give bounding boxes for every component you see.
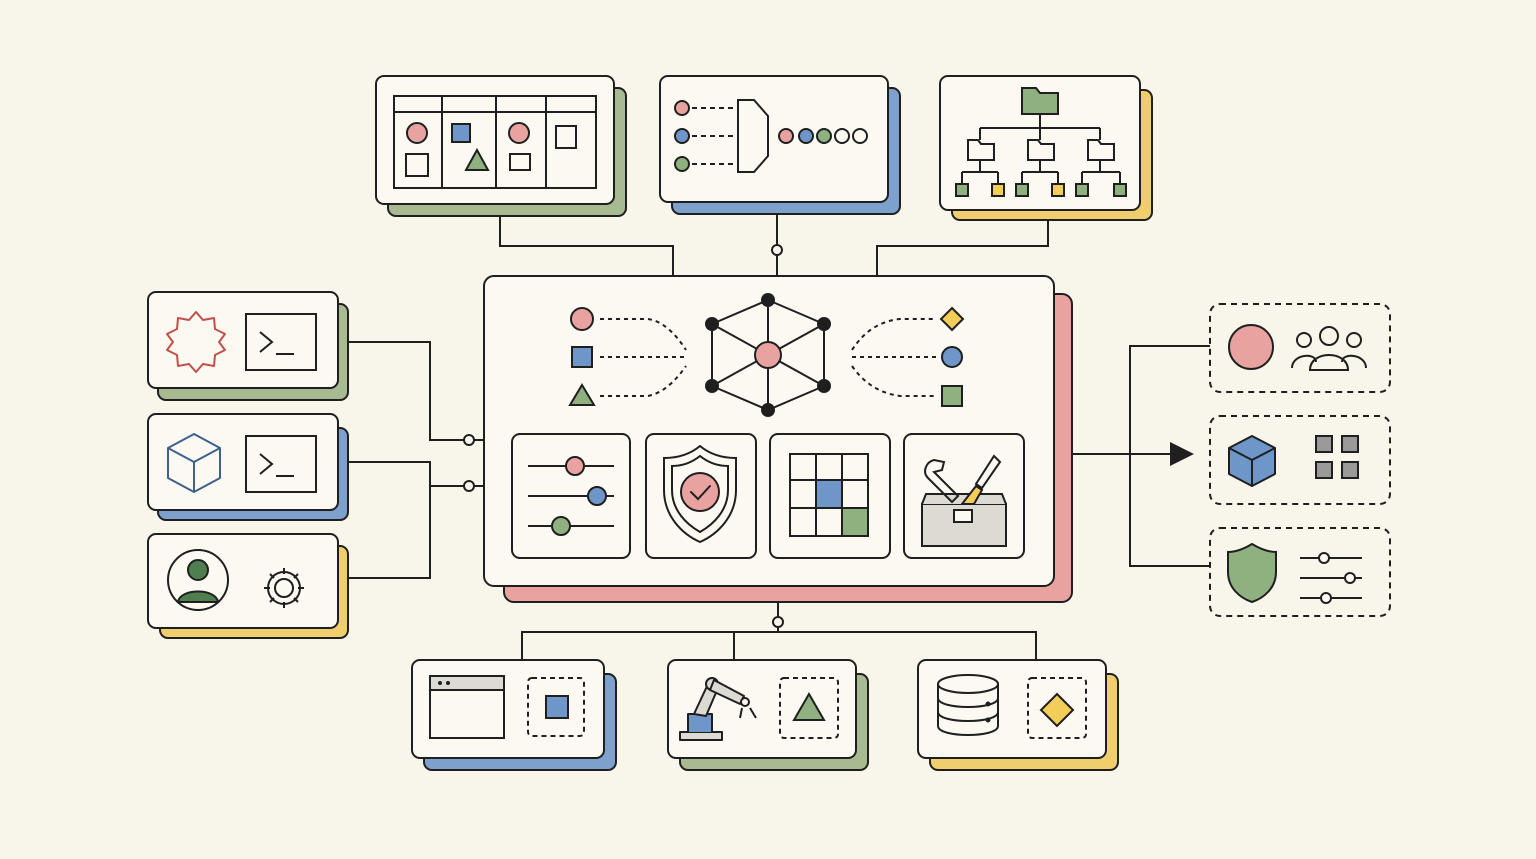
kanban-board-icon [393,95,597,189]
output-security[interactable] [1209,527,1391,617]
cube-icon [1228,435,1276,487]
grid-four-icon [1315,435,1359,479]
square-shape-icon [571,346,593,368]
circle-shape-icon [1228,324,1274,370]
user-avatar-icon [167,549,229,611]
central-hub[interactable] [483,275,1073,603]
funnel-pipeline-icon [674,99,868,173]
cube-icon [167,433,221,493]
diamond-shape-icon [1027,677,1087,739]
sliders-icon [1300,552,1362,604]
diamond-shape-icon [939,306,965,332]
network-graph-icon [705,293,831,417]
shield-check-icon [663,444,737,544]
triangle-shape-icon [568,383,596,406]
toolbox-icon [921,454,1007,547]
connector-left-3 [338,486,431,579]
gear-terminal-card[interactable] [147,291,349,401]
user-settings-card[interactable] [147,533,349,639]
connector-left-2 [338,461,484,487]
terminal-icon [245,435,317,493]
kanban-board-card[interactable] [375,75,627,217]
connector-bottom [521,600,1037,662]
folder-tree-card[interactable] [939,75,1153,221]
output-modules[interactable] [1209,415,1391,505]
triangle-shape-icon [779,677,839,739]
browser-window-icon [429,675,505,739]
junction-left-1 [463,434,475,446]
junction-top [771,244,783,256]
browser-window-card[interactable] [411,659,617,771]
connector-left-1 [338,341,484,441]
sliders-tile[interactable] [511,433,631,559]
robot-arm-card[interactable] [667,659,869,771]
connectors [338,212,1210,662]
square-shape-icon [527,677,585,737]
sliders-icon [528,456,614,536]
connector-top-right [876,218,1049,276]
output-users[interactable] [1209,303,1391,393]
square-shape-icon [941,385,963,407]
data-pipeline-card[interactable] [659,75,901,215]
connector-top-left [499,212,674,276]
toolbox-tile[interactable] [903,433,1025,559]
robot-arm-icon [679,677,757,741]
terminal-icon [245,313,317,371]
cube-terminal-card[interactable] [147,413,349,521]
connector-right-branch [1129,345,1210,567]
junction-left-2 [463,480,475,492]
circle-shape-icon [941,346,963,368]
users-group-icon [1291,326,1367,371]
hub-outputs [851,306,965,407]
hub-inputs [568,307,687,406]
folder-tree-icon [955,87,1127,197]
database-icon [937,674,999,736]
shield-tile[interactable] [645,433,757,559]
shield-icon [1227,542,1277,604]
grid-tile[interactable] [769,433,891,559]
gear-outline-icon [166,311,226,373]
grid-icon [789,453,869,537]
settings-gear-icon [264,568,304,608]
circle-shape-icon [570,307,594,331]
database-card[interactable] [917,659,1119,771]
junction-bottom [772,616,784,628]
